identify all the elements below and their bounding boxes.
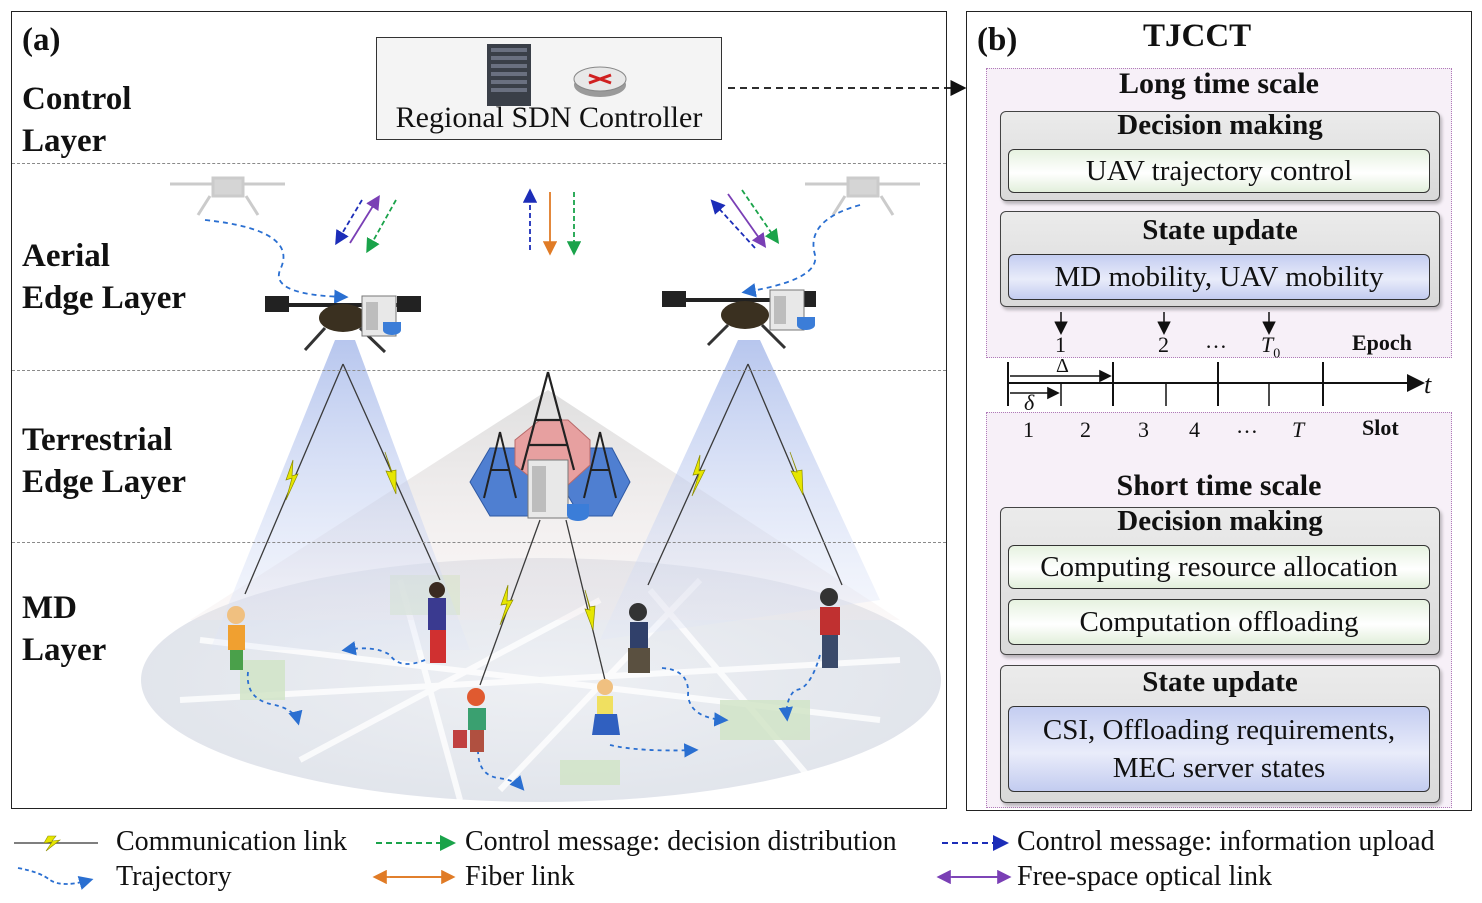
uav-trajectory-right	[741, 204, 861, 298]
left-control-arrows	[335, 194, 397, 254]
epoch-tick-ellipsis: …	[1205, 328, 1227, 353]
md-trajectories	[246, 641, 821, 791]
legend-control-down: Control message: decision distribution	[465, 826, 897, 857]
sdn-controller-label: Regional SDN Controller	[395, 101, 703, 134]
slot-tick-ellipsis: …	[1236, 413, 1258, 438]
uav-left	[265, 295, 421, 354]
separator-aerial-terrestrial	[12, 370, 946, 371]
md-person-5	[628, 603, 650, 673]
epoch-tick-T0: T0	[1261, 332, 1281, 362]
separator-terrestrial-md	[12, 542, 946, 543]
md-person-6	[820, 588, 840, 668]
short-state-box: State update CSI, Offloading requirement…	[1000, 665, 1440, 803]
csi-offloading-item: CSI, Offloading requirements, MEC server…	[1008, 706, 1430, 792]
slot-tick-1: 1	[1023, 417, 1034, 442]
panel-a	[11, 11, 947, 809]
comm-bolts	[285, 451, 804, 631]
long-decision-box: Decision making UAV trajectory control	[1000, 109, 1440, 201]
computation-offloading-item: Computation offloading	[1008, 599, 1430, 645]
md-person-1	[227, 606, 245, 670]
md-person-4	[592, 679, 620, 735]
resource-allocation-item: Computing resource allocation	[1008, 545, 1430, 589]
epoch-tick-2: 2	[1158, 332, 1169, 357]
ghost-drone-right	[805, 176, 920, 216]
long-state-box: State update MD mobility, UAV mobility	[1000, 211, 1440, 307]
legend-communication-link: Communication link	[116, 826, 347, 857]
uav-left-beam	[210, 340, 470, 650]
tjcct-title: TJCCT	[1143, 18, 1252, 54]
right-control-arrows	[710, 189, 780, 249]
uav-right-beam	[600, 340, 880, 640]
slot-tick-T: T	[1292, 417, 1305, 442]
base-station	[469, 371, 631, 521]
legend-fso: Free-space optical link	[1017, 861, 1273, 892]
epoch-tick-1: 1	[1055, 332, 1066, 357]
ghost-drone-left	[170, 176, 285, 216]
uav-right	[662, 289, 816, 350]
separator-control-aerial	[12, 163, 946, 164]
long-time-scale-title: Long time scale	[1119, 67, 1319, 100]
slot-tick-3: 3	[1138, 417, 1149, 442]
slot-tick-4: 4	[1189, 417, 1200, 442]
slot-label: Slot	[1362, 415, 1399, 440]
short-time-scale-title: Short time scale	[1116, 469, 1322, 502]
short-decision-box: Decision making Computing resource alloc…	[1000, 505, 1440, 655]
long-decision-title: Decision making	[1117, 109, 1323, 141]
legend-trajectory-symbol	[17, 867, 94, 890]
legend-comm-link-symbol	[14, 835, 98, 852]
short-decision-title: Decision making	[1117, 505, 1323, 537]
short-time-scale-box: Short time scale Decision making Computi…	[986, 412, 1452, 808]
delta-big-label: Δ	[1056, 355, 1069, 377]
router-icon	[573, 66, 627, 97]
center-control-arrows	[522, 188, 582, 256]
md-person-2	[428, 582, 446, 663]
panel-a-tag: (a)	[22, 22, 61, 58]
uav-trajectory-control-item: UAV trajectory control	[1008, 149, 1430, 193]
uav-trajectory-left	[204, 219, 349, 304]
epoch-arrows	[1054, 312, 1276, 335]
legend-control-up: Control message: information upload	[1017, 826, 1435, 857]
time-axis-label: t	[1424, 370, 1432, 399]
legend-fiber: Fiber link	[465, 861, 575, 892]
time-axis	[1007, 362, 1425, 406]
legend-symbols	[14, 835, 1012, 890]
short-state-title: State update	[1142, 666, 1298, 698]
long-state-title: State update	[1142, 214, 1298, 246]
epoch-label: Epoch	[1352, 330, 1412, 355]
server-rack-icon	[487, 44, 531, 106]
slot-tick-2: 2	[1080, 417, 1091, 442]
interval-markers	[1010, 369, 1112, 400]
delta-small-label: δ	[1024, 390, 1035, 415]
panel-b-tag: (b)	[977, 22, 1018, 58]
panel-b	[966, 11, 1472, 811]
sdn-controller-box: Regional SDN Controller	[376, 37, 722, 140]
md-person-3	[453, 688, 486, 752]
long-time-scale-box: Long time scale Decision making UAV traj…	[986, 67, 1452, 358]
legend-trajectory: Trajectory	[116, 861, 232, 892]
mobility-item: MD mobility, UAV mobility	[1008, 254, 1430, 300]
